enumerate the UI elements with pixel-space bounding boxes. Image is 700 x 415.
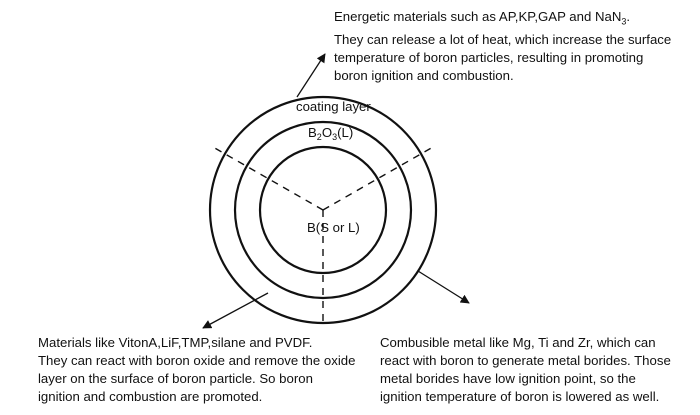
note-top-line-3: temperature of boron particles, resultin… (334, 49, 644, 65)
note-top-line-4: boron ignition and combustion. (334, 67, 514, 83)
energetic-materials-note: Energetic materials such as AP,KP,GAP an… (334, 8, 671, 85)
oxide-removal-materials-note: Materials like VitonA,LiF,TMP,silane and… (38, 334, 355, 406)
note-left-line-3: layer on the surface of boron particle. … (38, 371, 313, 386)
coating-layer-circle (208, 95, 438, 325)
note-left-line-1: Materials like VitonA,LiF,TMP,silane and… (38, 335, 313, 350)
note-left-line-4: ignition and combustion are promoted. (38, 389, 263, 404)
oxide-layer-circle (233, 120, 413, 300)
boron-core-label: B(S or L) (307, 220, 360, 235)
combustible-metal-note: Combusible metal like Mg, Ti and Zr, whi… (380, 334, 671, 406)
note-right-line-3: metal borides have low ignition point, s… (380, 371, 636, 386)
note-top-line-1: Energetic materials such as AP,KP,GAP an… (334, 9, 631, 27)
note-right-line-2: react with boron to generate metal borid… (380, 353, 671, 368)
divider-left-dashed (212, 146, 324, 211)
note-right-line-1: Combusible metal like Mg, Ti and Zr, whi… (380, 335, 656, 350)
note-left-line-2: They can react with boron oxide and remo… (38, 353, 356, 368)
arrow-to-combustible-metal (417, 270, 470, 304)
arrow-to-energetic-materials (296, 53, 326, 98)
note-top-line-2: They can release a lot of heat, which in… (334, 31, 672, 47)
note-right-line-4: ignition temperature of boron is lowered… (380, 389, 660, 404)
divider-right-dashed (322, 146, 434, 211)
arrow-to-fluorinated-materials (202, 292, 269, 329)
boron-core-circle (258, 145, 388, 275)
oxide-layer-label: B2O3(L) (308, 125, 353, 142)
coating-layer-label: coating layer (296, 99, 371, 114)
